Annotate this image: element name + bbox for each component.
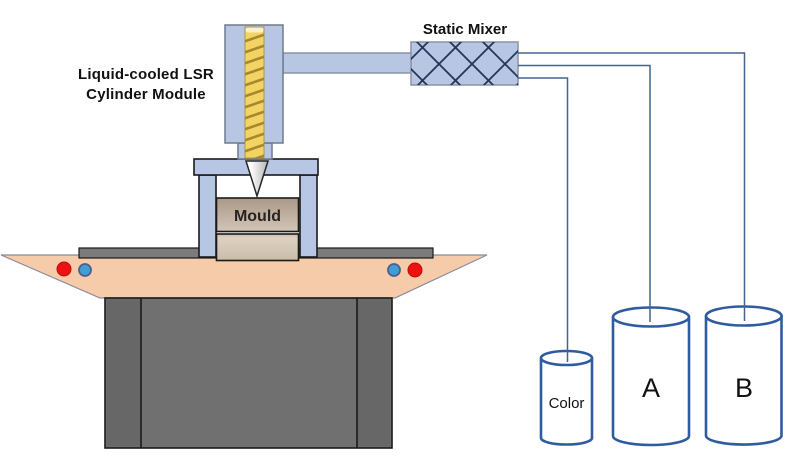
press-left-leg: [198, 174, 217, 258]
container-color-label: Color: [548, 395, 585, 412]
press-right-leg: [299, 174, 318, 258]
mould-upper-block: [215, 197, 300, 233]
supply-line-color: [518, 77, 569, 362]
supply-lines: [518, 52, 746, 362]
container-a: [611, 306, 691, 447]
screw: [244, 26, 265, 159]
mould-label: Mould: [233, 208, 282, 225]
cylinder-module-label: Liquid-cooled LSR Cylinder Module: [46, 65, 246, 104]
supply-line-a: [518, 64, 651, 322]
mould-lower-block: [215, 233, 300, 262]
table-red-dot-left: [56, 261, 72, 277]
table-blue-dot-right: [387, 263, 401, 277]
table-blue-dot-left: [78, 263, 92, 277]
cylinder-module-label-line2: Cylinder Module: [86, 85, 206, 103]
static-mixer: [410, 41, 519, 86]
feed-pipe: [282, 52, 414, 74]
mould-blocks: [215, 197, 300, 262]
container-b-label: B: [734, 373, 753, 403]
static-mixer-label: Static Mixer: [422, 21, 508, 38]
injection-nozzle: [244, 160, 270, 199]
container-a-label: A: [641, 373, 660, 403]
mixer-crosshatch: [411, 42, 518, 85]
machine-base: [104, 297, 393, 449]
cylinder-module-label-line1: Liquid-cooled LSR: [78, 66, 214, 83]
supply-line-b: [518, 52, 746, 321]
lsr-cylinder-module: [224, 24, 284, 160]
screw-top-cap: [245, 27, 264, 33]
container-color: [539, 349, 594, 446]
press-table: [0, 254, 488, 299]
table-red-dot-right: [407, 262, 423, 278]
